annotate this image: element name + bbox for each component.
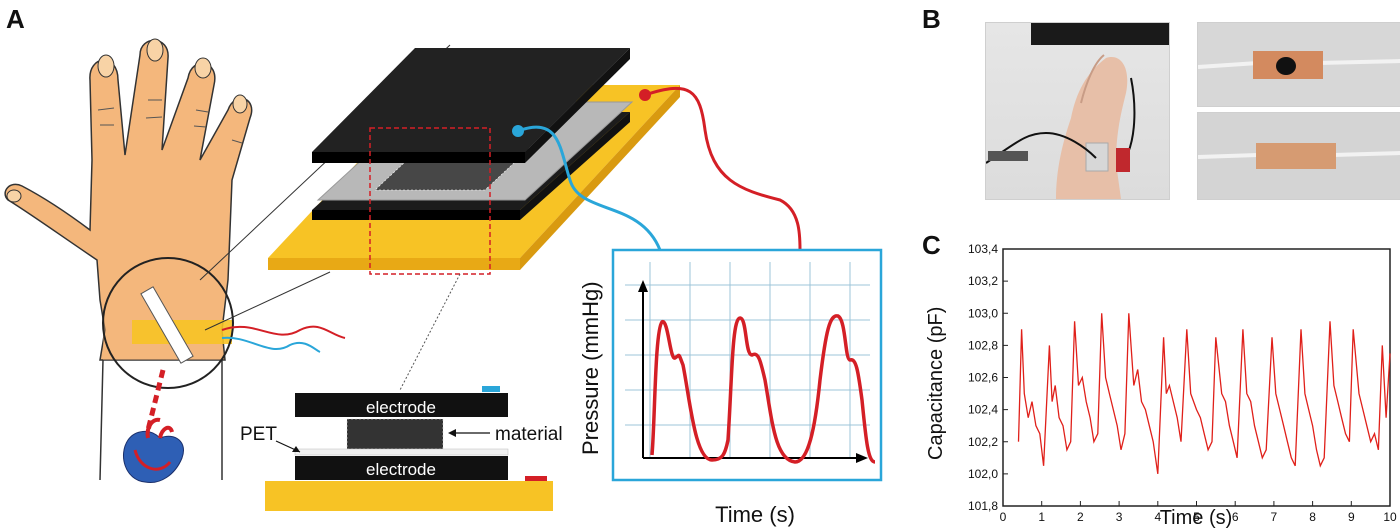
arm-outline	[99, 359, 223, 481]
pet-label: PET	[240, 424, 277, 445]
x-tick-label: 0	[1000, 510, 1007, 524]
sensor-schematic: electrode electrode material PET Pressur…	[4, 38, 883, 527]
y-tick-label: 102,0	[968, 467, 998, 481]
wrist-magnifier-circle	[102, 257, 234, 389]
wrist-sensor-photo	[985, 22, 1170, 200]
bottom-electrode-label: electrode	[366, 460, 436, 479]
chart-xlabel: Time (s)	[1160, 507, 1233, 529]
y-tick-label: 102,2	[968, 435, 998, 449]
panel-label-a: A	[6, 4, 25, 34]
red-wire-small	[221, 325, 346, 339]
y-tick-label: 102,4	[968, 403, 998, 417]
hand-illustration	[4, 38, 253, 481]
top-electrode-bar	[295, 393, 508, 417]
y-tick-label: 102,6	[968, 371, 998, 385]
heart-icon	[123, 417, 184, 484]
chart-frame	[1002, 248, 1391, 507]
material-label: material	[495, 424, 563, 445]
pet-layer	[294, 448, 509, 456]
x-tick-label: 1	[1038, 510, 1045, 524]
blue-wire-small	[221, 336, 321, 353]
sensor-closeup-photo-top	[1197, 22, 1400, 107]
blue-wire	[517, 125, 662, 251]
capacitance-series-line	[1017, 313, 1391, 474]
material-block	[347, 419, 443, 449]
pressure-xlabel: Time (s)	[715, 502, 795, 527]
red-terminal	[525, 476, 547, 481]
panel-label-c: C	[922, 230, 941, 260]
red-wire	[644, 86, 802, 251]
bottom-electrode-bar	[295, 456, 508, 480]
panel-label-b: B	[922, 4, 941, 34]
y-tick-label: 102,8	[968, 338, 998, 352]
sensor-strip	[140, 286, 194, 364]
x-tick-label: 7	[1271, 510, 1278, 524]
substrate-bar	[265, 481, 553, 511]
x-tick-label: 3	[1116, 510, 1123, 524]
sensor-closeup-photo-bottom	[1197, 112, 1400, 200]
chart-ylabel: Capacitance (pF)	[925, 307, 947, 460]
y-tick-label: 101,8	[968, 499, 998, 513]
x-tick-label: 2	[1077, 510, 1084, 524]
pressure-plot	[611, 248, 883, 482]
x-tick-label: 4	[1154, 510, 1161, 524]
pressure-ylabel: Pressure (mmHg)	[578, 281, 603, 455]
blue-terminal	[482, 386, 500, 392]
pressure-waveform	[650, 314, 876, 464]
y-tick-label: 103,0	[968, 306, 998, 320]
x-tick-label: 10	[1383, 510, 1397, 524]
x-tick-label: 8	[1309, 510, 1316, 524]
sensor-stack-3d	[268, 48, 680, 275]
x-tick-label: 5	[1193, 510, 1200, 524]
focus-rectangle	[369, 127, 491, 275]
x-tick-label: 6	[1232, 510, 1239, 524]
artery-dashed-line	[145, 369, 166, 431]
cross-section: electrode electrode material PET	[240, 386, 563, 511]
y-tick-label: 103,2	[968, 274, 998, 288]
top-electrode-label: electrode	[366, 398, 436, 417]
y-tick-label: 103,4	[968, 242, 998, 256]
x-tick-label: 9	[1348, 510, 1355, 524]
